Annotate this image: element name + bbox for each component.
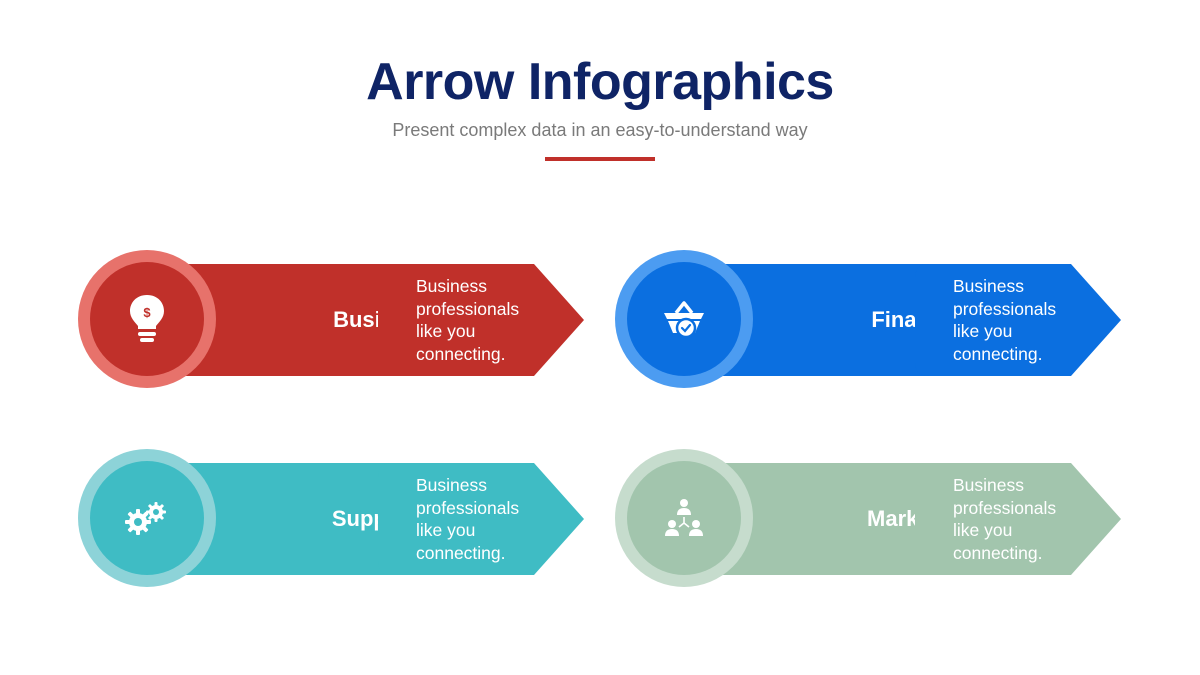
icon-circle <box>627 461 741 575</box>
description-arrow: Business professionals like you connecti… <box>378 264 586 376</box>
icon-ring <box>78 449 216 587</box>
basket-check-icon <box>664 301 704 339</box>
icon-ring: $ <box>78 250 216 388</box>
team-hierarchy-icon <box>665 499 703 536</box>
infographic-item-business: Business Business professionals like you… <box>78 250 598 390</box>
svg-text:$: $ <box>143 305 151 320</box>
icon-ring <box>615 449 753 587</box>
description-arrow: Business professionals like you connecti… <box>915 463 1123 575</box>
infographic-item-financial: Financial Business professionals like yo… <box>615 250 1135 390</box>
lightbulb-dollar-icon: $ <box>130 295 164 342</box>
infographic-item-suppliers: Suppliers Business professionals like yo… <box>78 449 598 589</box>
title-underline-divider <box>545 157 655 161</box>
item-description: Business professionals like you connecti… <box>416 475 520 563</box>
icon-circle <box>627 262 741 376</box>
icon-circle <box>90 461 204 575</box>
gears-icon <box>125 502 166 535</box>
infographic-item-marketing: Marketing Business professionals like yo… <box>615 449 1135 589</box>
description-arrow: Business professionals like you connecti… <box>378 463 586 575</box>
item-description: Business professionals like you connecti… <box>953 475 1057 563</box>
icon-ring <box>615 250 753 388</box>
item-description: Business professionals like you connecti… <box>416 276 520 364</box>
description-arrow: Business professionals like you connecti… <box>915 264 1123 376</box>
icon-circle: $ <box>90 262 204 376</box>
page-subtitle: Present complex data in an easy-to-under… <box>392 120 808 140</box>
page-title: Arrow Infographics <box>366 53 834 111</box>
item-description: Business professionals like you connecti… <box>953 276 1057 364</box>
